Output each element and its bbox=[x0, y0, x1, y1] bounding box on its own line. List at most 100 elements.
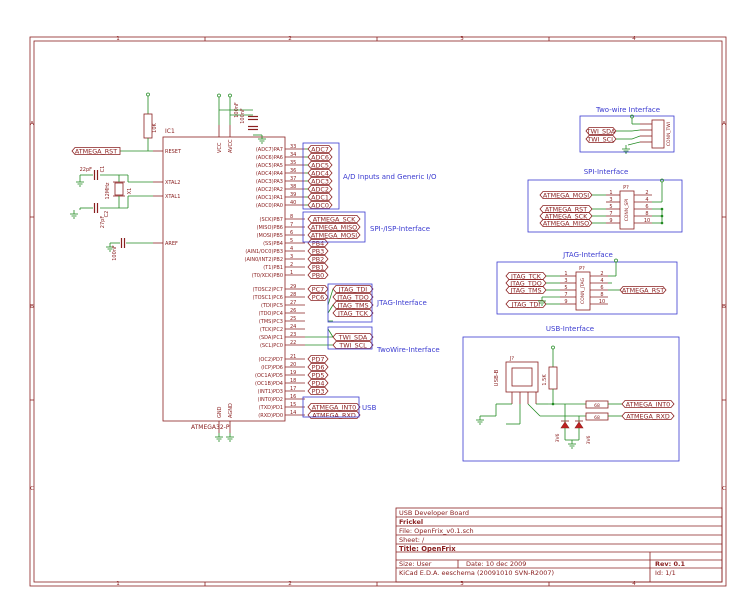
spi-rst-label: ATMEGA_RST bbox=[545, 206, 587, 214]
ic-body bbox=[162, 136, 286, 422]
ic-pin-number: 40 bbox=[290, 200, 296, 206]
adc-label: ADC7 bbox=[311, 146, 329, 154]
spi-pin-left-num: 7 bbox=[609, 211, 612, 217]
pd-label: PD4 bbox=[312, 380, 325, 388]
inner-border bbox=[33, 40, 723, 583]
usb-label: ATMEGA_INT0 bbox=[312, 404, 356, 412]
wire bbox=[527, 403, 541, 417]
usb-label-shape bbox=[307, 411, 361, 419]
vcc-symbol bbox=[146, 92, 150, 97]
junction bbox=[660, 221, 664, 225]
atmega-rst-label: ATMEGA_RST bbox=[75, 148, 117, 156]
usb-rxd-label: ATMEGA_RXD bbox=[626, 413, 670, 421]
ic-bottom-pin-name: GND bbox=[217, 406, 223, 418]
column-marker-top: 3 bbox=[460, 36, 464, 42]
usb-series-r1-value: 68 bbox=[594, 403, 600, 409]
vcc-symbol bbox=[228, 93, 232, 98]
ic-top-pin-name: AVCC bbox=[228, 139, 234, 153]
adc-label: ADC4 bbox=[311, 170, 329, 178]
zener-value-2: 3V6 bbox=[586, 435, 592, 444]
adc-label-shape bbox=[307, 185, 333, 193]
twowire-group-box bbox=[327, 326, 373, 350]
ic-left-pin-name: AREF bbox=[165, 241, 178, 247]
usb-iface-title: USB-Interface bbox=[546, 325, 594, 333]
cap-c1-value: 22pF bbox=[80, 167, 93, 173]
ic-pin-number: 36 bbox=[290, 168, 296, 174]
column-marker-bottom: 1 bbox=[116, 581, 120, 587]
pb-label-shape bbox=[307, 239, 329, 247]
spi-label: ATMEGA_SCK bbox=[313, 216, 356, 224]
wire bbox=[631, 129, 641, 132]
vcc-cap1-value: 100nF bbox=[240, 108, 246, 124]
ic-pin-number: 28 bbox=[290, 292, 296, 298]
jtag-rst-label: ATMEGA_RST bbox=[622, 287, 664, 295]
title-sheet: Sheet: / bbox=[399, 536, 425, 544]
jtag-tdo-label: JTAG_TDO bbox=[509, 280, 542, 288]
pd-label: PD6 bbox=[312, 364, 325, 372]
jtag-interface: JTAG-InterfaceP?CONN_JTAG13579246810JTAG… bbox=[496, 251, 678, 315]
usb-connector-body bbox=[505, 361, 539, 393]
column-marker-bottom: 2 bbox=[288, 581, 292, 587]
zener-diode bbox=[560, 421, 570, 429]
clock-reset-circuit: 10KATMEGA_RSTX112MHzC1C222pF27pF100nF100… bbox=[70, 92, 266, 442]
adc-label: ADC5 bbox=[311, 162, 329, 170]
row-marker-left: A bbox=[30, 121, 34, 127]
spi-pin-right-num: 10 bbox=[644, 218, 650, 224]
zener-value-1: 3V6 bbox=[555, 433, 561, 442]
ic-right-pin-name: (T0/XCK)PB0 bbox=[252, 273, 283, 279]
ic-right-pin-name: (T1)PB1 bbox=[263, 265, 283, 271]
row-marker-right: A bbox=[722, 121, 726, 127]
usb-int0-label-shape bbox=[621, 400, 675, 408]
title-date: Date: 10 dec 2009 bbox=[466, 560, 526, 568]
pd-label-shape bbox=[307, 387, 329, 395]
jtag-iface-ref: P? bbox=[579, 266, 585, 272]
crystal-body bbox=[114, 182, 124, 196]
ic-right-pin-name: (SCL)PC0 bbox=[260, 343, 283, 349]
jtag-tdi-label: JTAG_TDI bbox=[511, 301, 541, 309]
jtag-label: JTAG_TDO bbox=[336, 294, 369, 302]
jtag-pin-left-num: 5 bbox=[564, 285, 567, 291]
ic-right-pin-name: (ADC4)PA4 bbox=[256, 171, 283, 177]
jtag-pin-right-num: 10 bbox=[599, 299, 605, 305]
ic-pin-number: 33 bbox=[290, 144, 296, 150]
pb-label: PB0 bbox=[312, 272, 324, 280]
ic-pin-number: 29 bbox=[290, 284, 296, 290]
vcc-cap2-value: 100nF bbox=[234, 102, 240, 118]
ic-right-pin-name: (AIN0/INT2)PB2 bbox=[245, 257, 283, 263]
usb-iface-box bbox=[462, 336, 680, 462]
ic-pin-number: 20 bbox=[290, 362, 296, 368]
ic-pin-number: 24 bbox=[290, 324, 296, 330]
zener-diode bbox=[574, 421, 584, 429]
ic-right-pin-name: (OC1A)PD5 bbox=[255, 373, 283, 379]
twi-label-shape bbox=[332, 341, 374, 349]
pb-label: PB4 bbox=[312, 240, 324, 248]
title-author: Frickel bbox=[399, 518, 423, 526]
jtag-pin-left-num: 7 bbox=[564, 292, 567, 298]
twowire-group-title: TwoWire-Interface bbox=[376, 346, 440, 354]
adc-label-shape bbox=[307, 201, 333, 209]
two-wire-title: Two-wire Interface bbox=[595, 106, 660, 114]
usb-series-resistor-2 bbox=[585, 412, 609, 421]
jtag-label: JTAG_TCK bbox=[337, 310, 369, 318]
ic-pin-number: 7 bbox=[290, 222, 293, 228]
two-wire-sda: TWI_SDA bbox=[586, 128, 616, 136]
jtag-label: JTAG_TDI bbox=[338, 286, 368, 294]
usb-pullup-resistor bbox=[548, 366, 558, 390]
usb-group-title: USB bbox=[362, 404, 377, 412]
ic-right-pin-name: (TOSC1)PC6 bbox=[253, 295, 283, 301]
usb-group-box bbox=[302, 396, 360, 418]
crystal-value: 12MHz bbox=[105, 182, 111, 199]
column-marker-bottom: 4 bbox=[632, 581, 636, 587]
spi-group-title: SPI-/ISP-Interface bbox=[370, 225, 430, 233]
ic-left-pin-name: XTAL1 bbox=[165, 194, 180, 200]
cap-c1-ref: C1 bbox=[100, 166, 106, 173]
adc-label-shape bbox=[307, 153, 333, 161]
spi-sck-label: ATMEGA_SCK bbox=[545, 213, 588, 221]
twi-label: TWI_SDA bbox=[338, 334, 368, 342]
ic-part-name: ATMEGA32-P bbox=[191, 424, 230, 431]
adc-label: ADC2 bbox=[311, 186, 329, 194]
pb-label-shape bbox=[307, 255, 329, 263]
spi-interface: SPI-InterfaceP?CONN_SPI13579246810ATMEGA… bbox=[527, 168, 683, 233]
spi-pin-right-num: 6 bbox=[645, 204, 648, 210]
